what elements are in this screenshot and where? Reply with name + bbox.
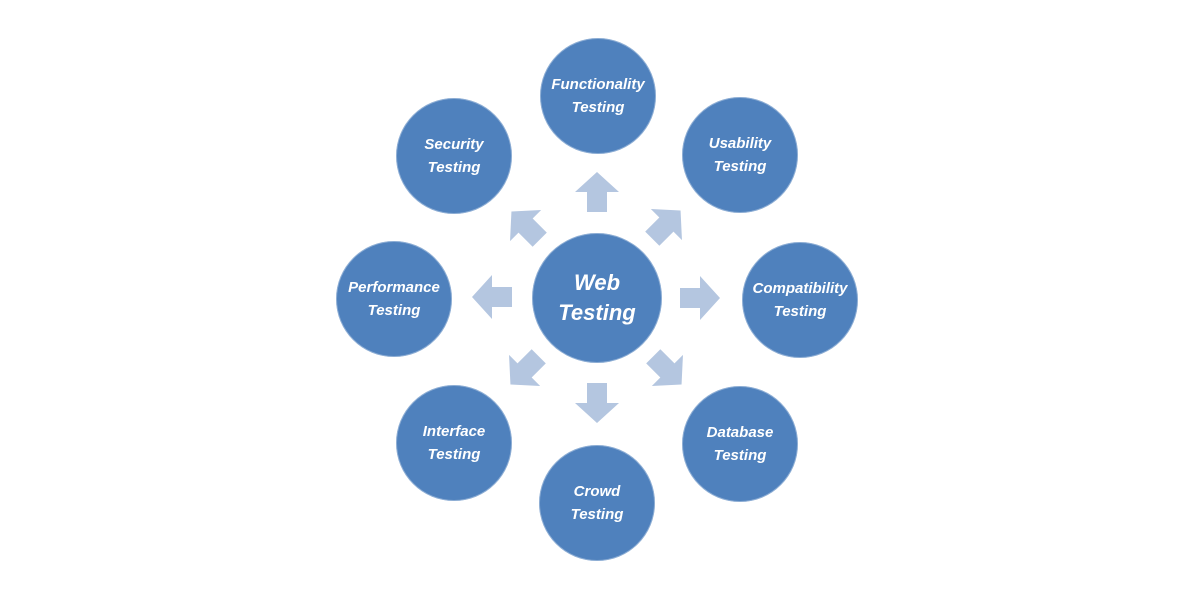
arrow-down-icon xyxy=(575,383,619,423)
node-label: Crowd Testing xyxy=(542,480,652,526)
node-label: Compatibility Testing xyxy=(745,277,855,323)
center-line2: Testing xyxy=(558,300,636,325)
node-label: Database Testing xyxy=(685,421,795,467)
node-line1: Compatibility xyxy=(752,280,848,297)
node-line2: Testing xyxy=(571,99,625,116)
arrow-up-right-icon xyxy=(645,209,682,246)
center-line1: Web xyxy=(573,270,621,295)
node-label: Interface Testing xyxy=(399,420,509,466)
node-line1: Performance xyxy=(348,279,440,296)
node-line2: Testing xyxy=(713,158,767,175)
node-line1: Interface xyxy=(422,423,486,440)
node-label: Performance Testing xyxy=(339,276,449,322)
node-crowd-testing: Crowd Testing xyxy=(539,445,655,561)
arrow-up-icon xyxy=(575,172,619,212)
node-label: Usability Testing xyxy=(685,132,795,178)
node-line2: Testing xyxy=(773,303,827,320)
arrow-down-right-icon xyxy=(646,349,683,386)
node-label: Functionality Testing xyxy=(543,73,653,119)
node-security-testing: Security Testing xyxy=(396,98,512,214)
node-functionality-testing: Functionality Testing xyxy=(540,38,656,154)
arrow-right-icon xyxy=(680,276,720,320)
node-line2: Testing xyxy=(570,506,624,523)
node-line1: Usability xyxy=(708,135,772,152)
node-line1: Crowd xyxy=(573,483,621,500)
node-performance-testing: Performance Testing xyxy=(336,241,452,357)
node-line2: Testing xyxy=(427,159,481,176)
node-line1: Security xyxy=(424,136,484,153)
node-line1: Database xyxy=(706,424,774,441)
arrow-left-icon xyxy=(472,275,512,319)
node-line2: Testing xyxy=(713,447,767,464)
node-database-testing: Database Testing xyxy=(682,386,798,502)
node-line1: Functionality xyxy=(551,76,645,93)
arrow-down-left-icon xyxy=(509,349,546,386)
node-line2: Testing xyxy=(427,446,481,463)
arrow-up-left-icon xyxy=(510,210,547,247)
node-label: Security Testing xyxy=(399,133,509,179)
center-node-label: Web Testing xyxy=(537,268,657,328)
node-line2: Testing xyxy=(367,302,421,319)
node-compatibility-testing: Compatibility Testing xyxy=(742,242,858,358)
center-node-web-testing: Web Testing xyxy=(532,233,662,363)
node-interface-testing: Interface Testing xyxy=(396,385,512,501)
node-usability-testing: Usability Testing xyxy=(682,97,798,213)
